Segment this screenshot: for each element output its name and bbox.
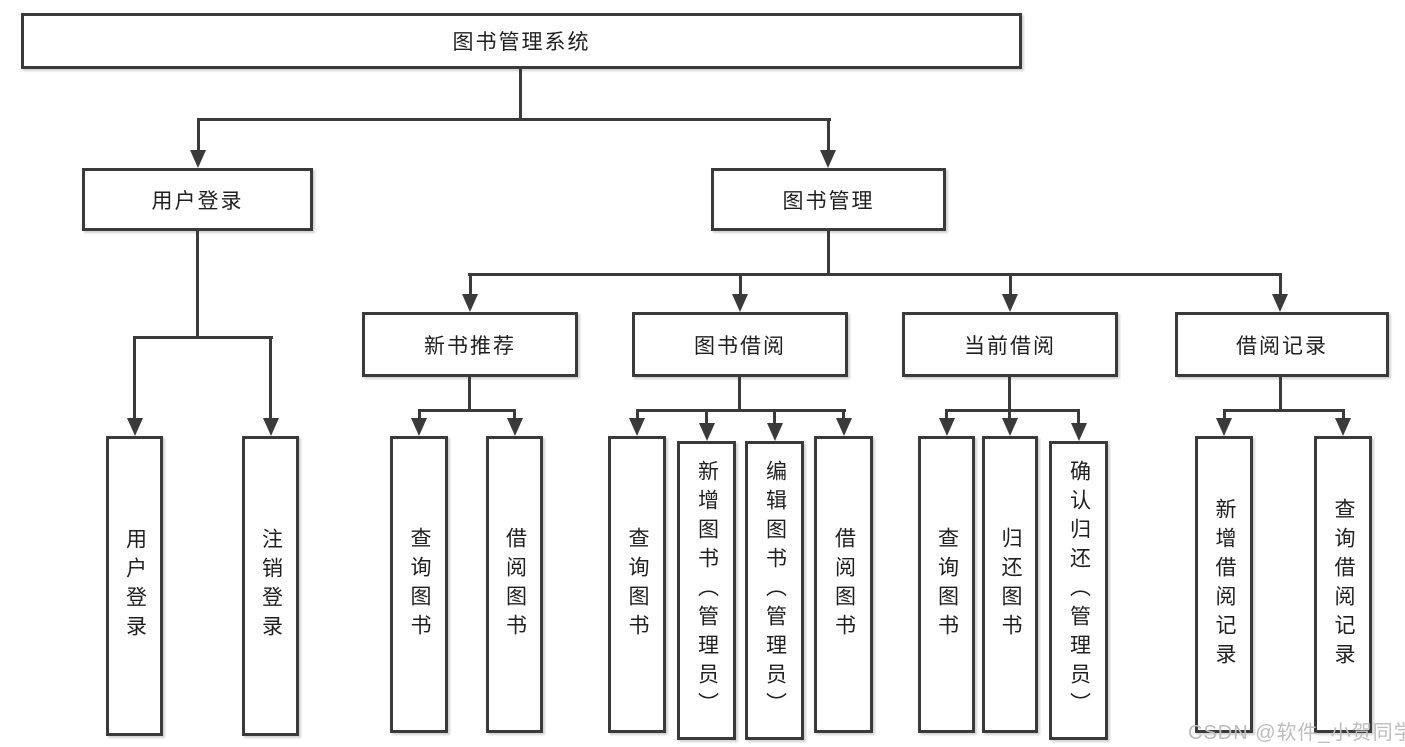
connector-leaf-cur-query-drop [945,409,948,418]
leaf-borrow-query-books: 查询图书 [608,436,666,733]
arrowhead-current [1002,294,1018,312]
arrowhead-leaf-edit-books [767,423,783,441]
connector-level3-rail [468,273,1282,276]
connector-records-stem [1279,377,1282,412]
leaf-return-books: 归还图书 [982,436,1038,733]
leaf-return-books-label: 归还图书 [999,526,1022,643]
arrowhead-leaf-user-login [127,418,143,436]
node-borrow-records: 借阅记录 [1175,312,1389,377]
connector-level2-rail [197,118,831,121]
arrowhead-records [1272,294,1288,312]
node-new-book-recommend-label: 新书推荐 [424,334,516,358]
connector-current-rail [945,409,1080,412]
connector-borrow-stem [738,377,741,412]
arrowhead-leaf-confirm-return [1071,423,1087,441]
connector-leaf-logout-drop [269,336,272,418]
arrowhead-user-login [190,150,206,168]
node-book-management: 图书管理 [711,168,946,231]
arrowhead-leaf-logout [263,418,279,436]
leaf-user-login-label: 用户登录 [123,528,147,644]
arrowhead-leaf-bor-borrow [836,418,852,436]
arrowhead-book-management [820,150,836,168]
arrowhead-leaf-add-books [699,423,715,441]
connector-recommend-stem [468,377,471,412]
arrowhead-leaf-rec-query [411,418,427,436]
node-root-label: 图书管理系统 [452,31,591,54]
connector-user-login-stem [196,231,199,338]
connector-borrow-drop [739,273,742,294]
arrowhead-leaf-return [1002,418,1018,436]
connector-leaf-rec-borrow-drop [513,409,516,418]
connector-leaf-bor-borrow-drop [842,409,845,418]
leaf-current-query-books: 查询图书 [918,436,975,733]
leaf-borrow-books-label: 借阅图书 [832,526,856,643]
node-user-login: 用户登录 [82,168,313,231]
node-book-borrow: 图书借阅 [632,312,848,377]
connector-records-rail [1223,409,1345,412]
node-root: 图书管理系统 [21,13,1022,69]
connector-book-management-drop [827,118,830,150]
connector-user-login-drop [197,118,200,150]
arrowhead-borrow [732,294,748,312]
node-current-borrow: 当前借阅 [902,312,1118,377]
connector-leaf-bor-query-drop [636,409,639,418]
leaf-borrow-books: 借阅图书 [814,436,873,733]
connector-leaf-edit-books-drop [773,409,776,423]
leaf-add-borrow-record: 新增借阅记录 [1195,436,1253,733]
leaf-user-login: 用户登录 [106,436,163,736]
leaf-query-borrow-record: 查询借阅记录 [1314,436,1372,733]
leaf-recommend-borrow-books: 借阅图书 [486,436,543,733]
csdn-watermark: CSDN @软件_小贺同学 [1188,722,1405,744]
arrowhead-leaf-query-record [1335,418,1351,436]
connector-leaf-add-books-drop [705,409,708,423]
leaf-query-borrow-record-label: 查询借阅记录 [1332,497,1355,672]
connector-leaf-add-record-drop [1223,409,1226,418]
connector-leaf-rec-query-drop [418,409,421,418]
connector-records-drop [1279,273,1282,294]
leaf-logout-label: 注销登录 [259,528,283,644]
node-book-management-label: 图书管理 [782,189,875,213]
leaf-add-books-admin-label: 新增图书（管理员） [695,460,719,721]
arrowhead-leaf-rec-borrow [507,418,523,436]
arrowhead-leaf-add-record [1216,418,1232,436]
leaf-confirm-return-admin: 确认归还（管理员） [1049,441,1108,740]
leaf-edit-books-admin: 编辑图书（管理员） [745,441,804,740]
leaf-confirm-return-admin-label: 确认归还（管理员） [1067,460,1091,721]
connector-book-management-stem [827,231,830,276]
node-user-login-label: 用户登录 [151,189,244,213]
node-current-borrow-label: 当前借阅 [964,334,1056,358]
leaf-logout: 注销登录 [242,436,299,736]
leaf-add-books-admin: 新增图书（管理员） [677,441,736,740]
node-borrow-records-label: 借阅记录 [1236,334,1328,358]
connector-current-stem [1008,377,1011,412]
connector-recommend-rail [418,409,516,412]
arrowhead-leaf-bor-query [629,418,645,436]
leaf-recommend-query-books: 查询图书 [390,436,448,733]
connector-leaf-user-login-drop [133,336,136,418]
connector-root-stem [519,69,522,121]
connector-leaf-query-record-drop [1342,409,1345,418]
leaf-recommend-borrow-books-label: 借阅图书 [503,526,527,643]
connector-user-group-rail [133,336,273,339]
connector-leaf-return-drop [1008,409,1011,418]
connector-leaf-confirm-return-drop [1077,409,1080,423]
leaf-add-borrow-record-label: 新增借阅记录 [1213,497,1236,672]
connector-recommend-drop [469,273,472,294]
leaf-edit-books-admin-label: 编辑图书（管理员） [763,460,787,721]
arrowhead-leaf-cur-query [939,418,955,436]
connector-borrow-rail [636,409,846,412]
leaf-current-query-books-label: 查询图书 [935,526,959,643]
connector-current-drop [1009,273,1012,294]
leaf-borrow-query-books-label: 查询图书 [626,526,649,643]
leaf-recommend-query-books-label: 查询图书 [408,526,431,643]
node-book-borrow-label: 图书借阅 [694,334,786,358]
node-new-book-recommend: 新书推荐 [362,312,578,377]
arrowhead-recommend [462,294,478,312]
